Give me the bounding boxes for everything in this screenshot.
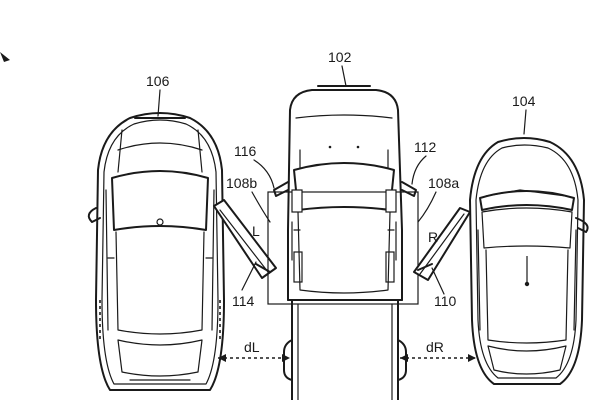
- leader-104: [523, 109, 527, 135]
- label-108b: 108b: [226, 175, 257, 191]
- sensor-left-top: [291, 189, 303, 213]
- corner-arrow-mark: [0, 52, 10, 62]
- leader-102: [341, 65, 347, 87]
- distance-right-arrow: [400, 354, 476, 362]
- distance-left-arrow: [218, 354, 290, 362]
- label-104: 104: [512, 93, 536, 109]
- label-L: L: [252, 223, 260, 239]
- leader-110: [431, 267, 445, 295]
- label-110: 110: [434, 293, 457, 309]
- label-dR: dR: [426, 339, 444, 355]
- right-door-open: [413, 207, 471, 281]
- leader-112: [411, 155, 427, 185]
- center-zone-rect: [267, 191, 419, 305]
- sensor-right-bottom: [385, 251, 395, 283]
- arrow-right-door: [417, 263, 433, 271]
- leader-108b: [251, 191, 271, 223]
- label-116: 116: [234, 143, 257, 159]
- sensor-right-top: [385, 189, 397, 213]
- label-108a: 108a: [428, 175, 459, 191]
- label-102: 102: [328, 49, 352, 65]
- label-114: 114: [232, 293, 255, 309]
- leader-114: [241, 261, 257, 291]
- label-R: R: [428, 229, 438, 245]
- label-112: 112: [414, 139, 437, 155]
- sensor-left-bottom: [293, 251, 303, 283]
- left-door-open: [213, 199, 277, 279]
- label-106: 106: [146, 73, 170, 89]
- leader-108a: [417, 191, 437, 223]
- label-dL: dL: [244, 339, 260, 355]
- leader-106: [157, 89, 161, 117]
- left-vehicle-106: [87, 112, 225, 391]
- leader-116: [253, 159, 275, 189]
- center-vehicle-102: [273, 85, 417, 400]
- right-vehicle-104: [469, 137, 589, 385]
